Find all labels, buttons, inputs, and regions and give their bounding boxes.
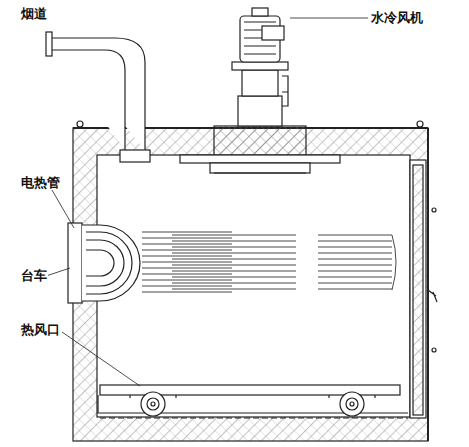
part-label: 台车 (20, 268, 48, 283)
part-label: 烟道 (20, 6, 48, 21)
part-label: 水冷风机 (370, 10, 424, 25)
part-label: 电热管 (20, 175, 61, 190)
part-label: 热风口 (20, 322, 61, 337)
